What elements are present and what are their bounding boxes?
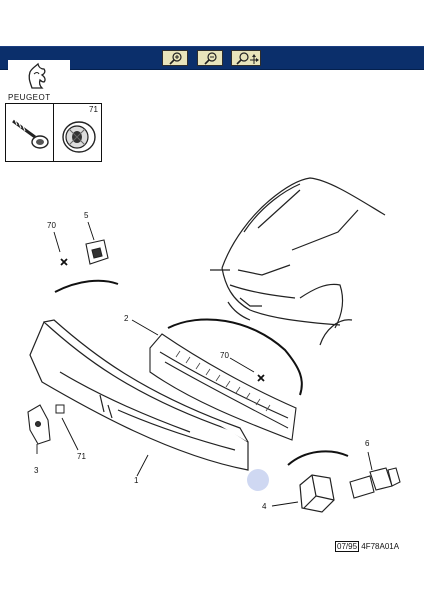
screw-markers xyxy=(60,258,265,382)
reference-code: 4F78A01A xyxy=(361,542,400,551)
zoom-pan-icon xyxy=(236,52,259,65)
fastener-legend: 71 xyxy=(5,103,102,162)
mounting-bracket xyxy=(27,404,51,445)
bumper-beam xyxy=(29,319,249,471)
callout-3: 3 xyxy=(34,466,39,475)
peugeot-lion-icon xyxy=(28,62,46,89)
callout-2: 2 xyxy=(124,314,129,323)
zoom-in-button[interactable] xyxy=(162,50,188,66)
callout-1: 1 xyxy=(134,476,139,485)
legend-divider xyxy=(53,104,54,161)
toolbar xyxy=(0,46,424,70)
push-fastener xyxy=(349,467,401,499)
car-outline xyxy=(210,177,386,346)
clip-nut-icon xyxy=(62,121,96,153)
callout-4: 4 xyxy=(262,502,267,511)
leader-lines xyxy=(36,221,373,507)
zoom-pan-button[interactable] xyxy=(231,50,261,66)
bumper-reinforcement xyxy=(149,333,297,441)
callout-70-upper: 70 xyxy=(47,221,56,230)
callout-70-lower: 70 xyxy=(220,351,229,360)
callout-6: 6 xyxy=(365,439,370,448)
support-bracket xyxy=(299,474,335,513)
zoom-in-icon xyxy=(169,52,182,65)
zoom-out-button[interactable] xyxy=(197,50,223,66)
brand-logo: PEUGEOT xyxy=(8,60,70,102)
callout-5: 5 xyxy=(84,211,89,220)
drawing-reference: 07/95 4F78A01A xyxy=(335,541,418,553)
selection-highlight xyxy=(247,469,269,491)
zoom-out-icon xyxy=(204,52,217,65)
retaining-clip xyxy=(85,239,109,265)
reference-date: 07/95 xyxy=(335,541,360,552)
brand-name: PEUGEOT xyxy=(8,93,51,102)
callout-71: 71 xyxy=(77,452,86,461)
legend-number-nut: 71 xyxy=(89,105,98,114)
detail-arcs xyxy=(54,279,349,466)
screw-icon xyxy=(12,119,49,149)
square-nut xyxy=(55,404,65,414)
